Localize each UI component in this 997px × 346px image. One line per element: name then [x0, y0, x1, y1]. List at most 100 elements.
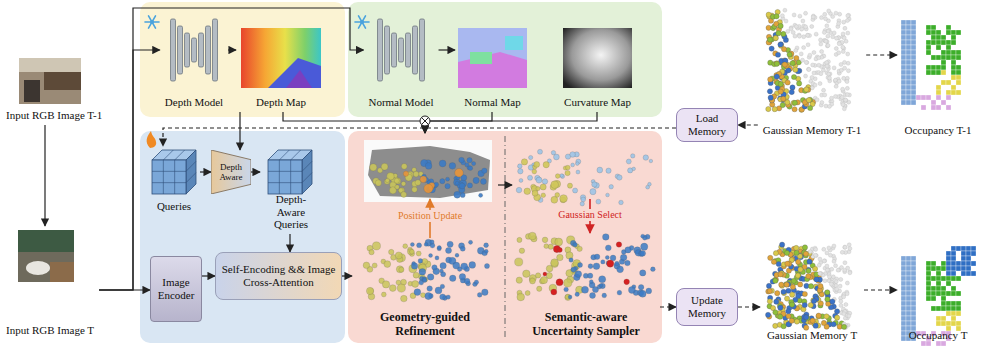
gaussian-dot: [424, 184, 433, 193]
gaussian-memory-point: [804, 11, 808, 15]
gaussian-dot: [423, 277, 428, 282]
gaussian-dot: [640, 270, 646, 276]
gaussian-dot: [557, 248, 562, 253]
gaussian-memory-point: [784, 250, 789, 255]
gaussian-dot: [419, 268, 426, 275]
gaussian-memory-point: [778, 42, 783, 47]
scene-view: [368, 146, 490, 198]
occupancy-voxel: [956, 65, 961, 70]
gaussian-memory-point: [817, 263, 821, 267]
occupancy-voxel: [936, 281, 941, 286]
query-cube: [163, 150, 173, 160]
occupancy-voxel: [971, 246, 976, 251]
occupancy-voxel: [906, 50, 911, 55]
gaussian-memory-point: [794, 49, 798, 53]
occupancy-voxel: [901, 256, 906, 261]
product-symbol: [422, 118, 429, 125]
gaussian-memory-point: [822, 259, 826, 263]
gaussian-dot: [615, 261, 620, 266]
gaussian-memory-point: [837, 79, 841, 83]
section-title: Geometry-guided Refinement: [370, 311, 480, 339]
figure-panel: Depth-Aware Queries: [260, 146, 322, 234]
gaussian-dot: [607, 260, 614, 267]
connector-arrow: [866, 54, 897, 55]
gaussian-dot: [551, 196, 558, 203]
gaussian-memory-point: [817, 56, 821, 60]
occupancy-voxel: [926, 296, 931, 301]
gaussian-dot: [640, 250, 646, 256]
gaussian-memory-point: [775, 291, 780, 296]
occupancy-voxel: [901, 65, 906, 70]
occupancy-voxel: [946, 80, 951, 85]
gaussian-memory-point: [818, 271, 822, 275]
gaussian-dot: [447, 241, 453, 247]
gaussian-dot: [421, 293, 426, 298]
connector-arrow: [439, 49, 455, 50]
gaussian-memory-point: [786, 288, 791, 293]
occupancy-voxel: [911, 256, 916, 261]
gaussian-dot: [548, 244, 553, 249]
gaussian-memory-point: [766, 283, 771, 288]
gaussian-dot: [631, 154, 635, 158]
gaussian-dot: [625, 247, 631, 253]
gaussian-dot: [573, 188, 578, 193]
occupancy-voxel: [926, 30, 931, 35]
gaussian-dot: [560, 174, 564, 178]
occupancy-voxel: [901, 336, 906, 341]
gaussian-memory-point: [827, 104, 831, 108]
connector-arrow: [202, 275, 215, 276]
occupancy-voxel: [901, 286, 906, 291]
occupancy-voxel: [936, 45, 941, 50]
gaussian-memory-point: [789, 302, 794, 307]
gaussian-memory-point: [819, 38, 823, 42]
gaussian-dot: [425, 292, 432, 299]
occupancy-voxel: [901, 281, 906, 286]
occupancy-voxel: [961, 266, 966, 271]
occupancy-voxel: [926, 40, 931, 45]
occupancy-voxel: [906, 261, 911, 266]
gaussian-memory-point: [827, 246, 831, 250]
gaussian-memory-point: [778, 23, 783, 28]
occupancy-voxel: [931, 25, 936, 30]
gaussian-memory-point: [801, 58, 805, 62]
node-label: Input RGB Image T: [6, 324, 94, 337]
gaussian-memory-point: [832, 244, 836, 248]
gaussian-memory-point: [767, 288, 772, 293]
gaussian-memory-point: [839, 277, 843, 281]
gaussian-memory-point: [823, 12, 827, 16]
occupancy-voxel: [941, 341, 946, 346]
gaussian-dot: [525, 291, 530, 296]
occupancy-voxel: [941, 60, 946, 65]
occupancy-voxel: [946, 266, 951, 271]
process-box: Update Memory: [676, 288, 738, 326]
occupancy-voxel: [946, 256, 951, 261]
frozen-icon: [150, 20, 154, 24]
gaussian-memory-point: [794, 245, 799, 250]
gaussian-memory-point: [842, 36, 846, 40]
occupancy-voxel: [916, 95, 921, 100]
gaussian-memory-point: [845, 80, 849, 84]
gaussian-dot: [395, 185, 400, 190]
gaussian-memory-point: [808, 250, 812, 254]
occupancy-voxel: [911, 50, 916, 55]
gaussian-dot: [382, 281, 389, 288]
gaussian-dot: [440, 263, 446, 269]
gaussian-memory-point: [842, 76, 846, 80]
occupancy-voxel: [946, 50, 951, 55]
gaussian-dot: [590, 189, 596, 195]
gaussian-memory-point: [768, 95, 773, 100]
gaussian-memory-point: [834, 84, 838, 88]
query-cube: [290, 160, 291, 194]
occupancy-voxel: [956, 70, 961, 75]
gaussian-memory-point: [841, 87, 845, 91]
module-shape: [211, 150, 251, 194]
gaussian-dot: [570, 152, 576, 158]
gaussian-memory-point: [801, 19, 805, 23]
occupancy-voxel: [906, 281, 911, 286]
gaussian-memory-point: [780, 102, 785, 107]
gaussian-memory-point: [823, 93, 827, 97]
occupancy-voxel: [906, 45, 911, 50]
occupancy-voxel: [911, 35, 916, 40]
gaussian-memory-point: [784, 282, 789, 287]
occupancy-voxel: [911, 296, 916, 301]
